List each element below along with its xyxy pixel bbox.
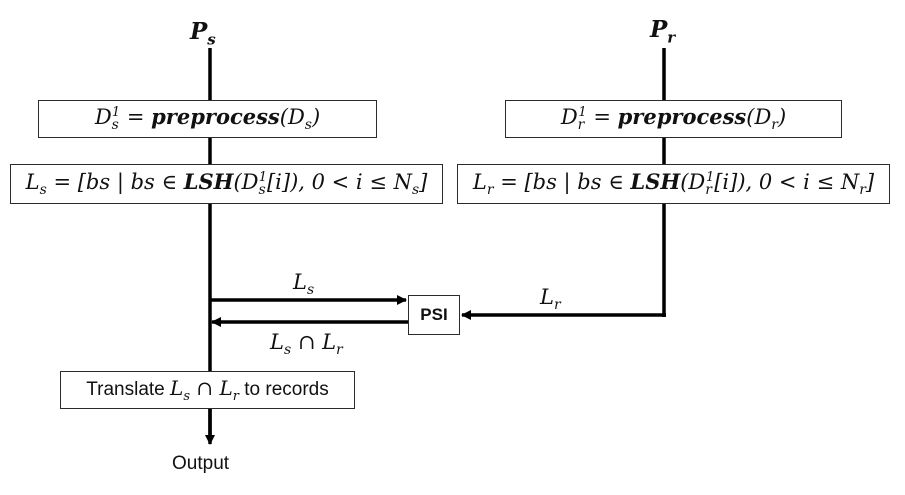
sender-party-label: Ps bbox=[190, 18, 216, 49]
translate-box: Translate Ls ∩ Lr to records bbox=[60, 371, 355, 409]
psi-box: PSI bbox=[408, 295, 460, 335]
sender-to-psi-label: Ls bbox=[293, 270, 315, 299]
receiver-party-label: Pr bbox=[650, 16, 676, 47]
psi-label: PSI bbox=[420, 305, 448, 324]
receiver-to-psi-label: Lr bbox=[540, 285, 561, 314]
output-label: Output bbox=[172, 453, 230, 474]
receiver-preprocess-box: Dr1 = preprocess(Dr) bbox=[505, 100, 842, 138]
sender-lsh-box: Ls = [bs | bs ∈ LSH(Ds1[i]), 0 < i ≤ Ns] bbox=[10, 164, 443, 204]
psi-result-label: Ls ∩ Lr bbox=[270, 330, 343, 359]
receiver-lsh-box: Lr = [bs | bs ∈ LSH(Dr1[i]), 0 < i ≤ Nr] bbox=[457, 164, 890, 204]
sender-preprocess-box: Ds1 = preprocess(Ds) bbox=[38, 100, 377, 138]
